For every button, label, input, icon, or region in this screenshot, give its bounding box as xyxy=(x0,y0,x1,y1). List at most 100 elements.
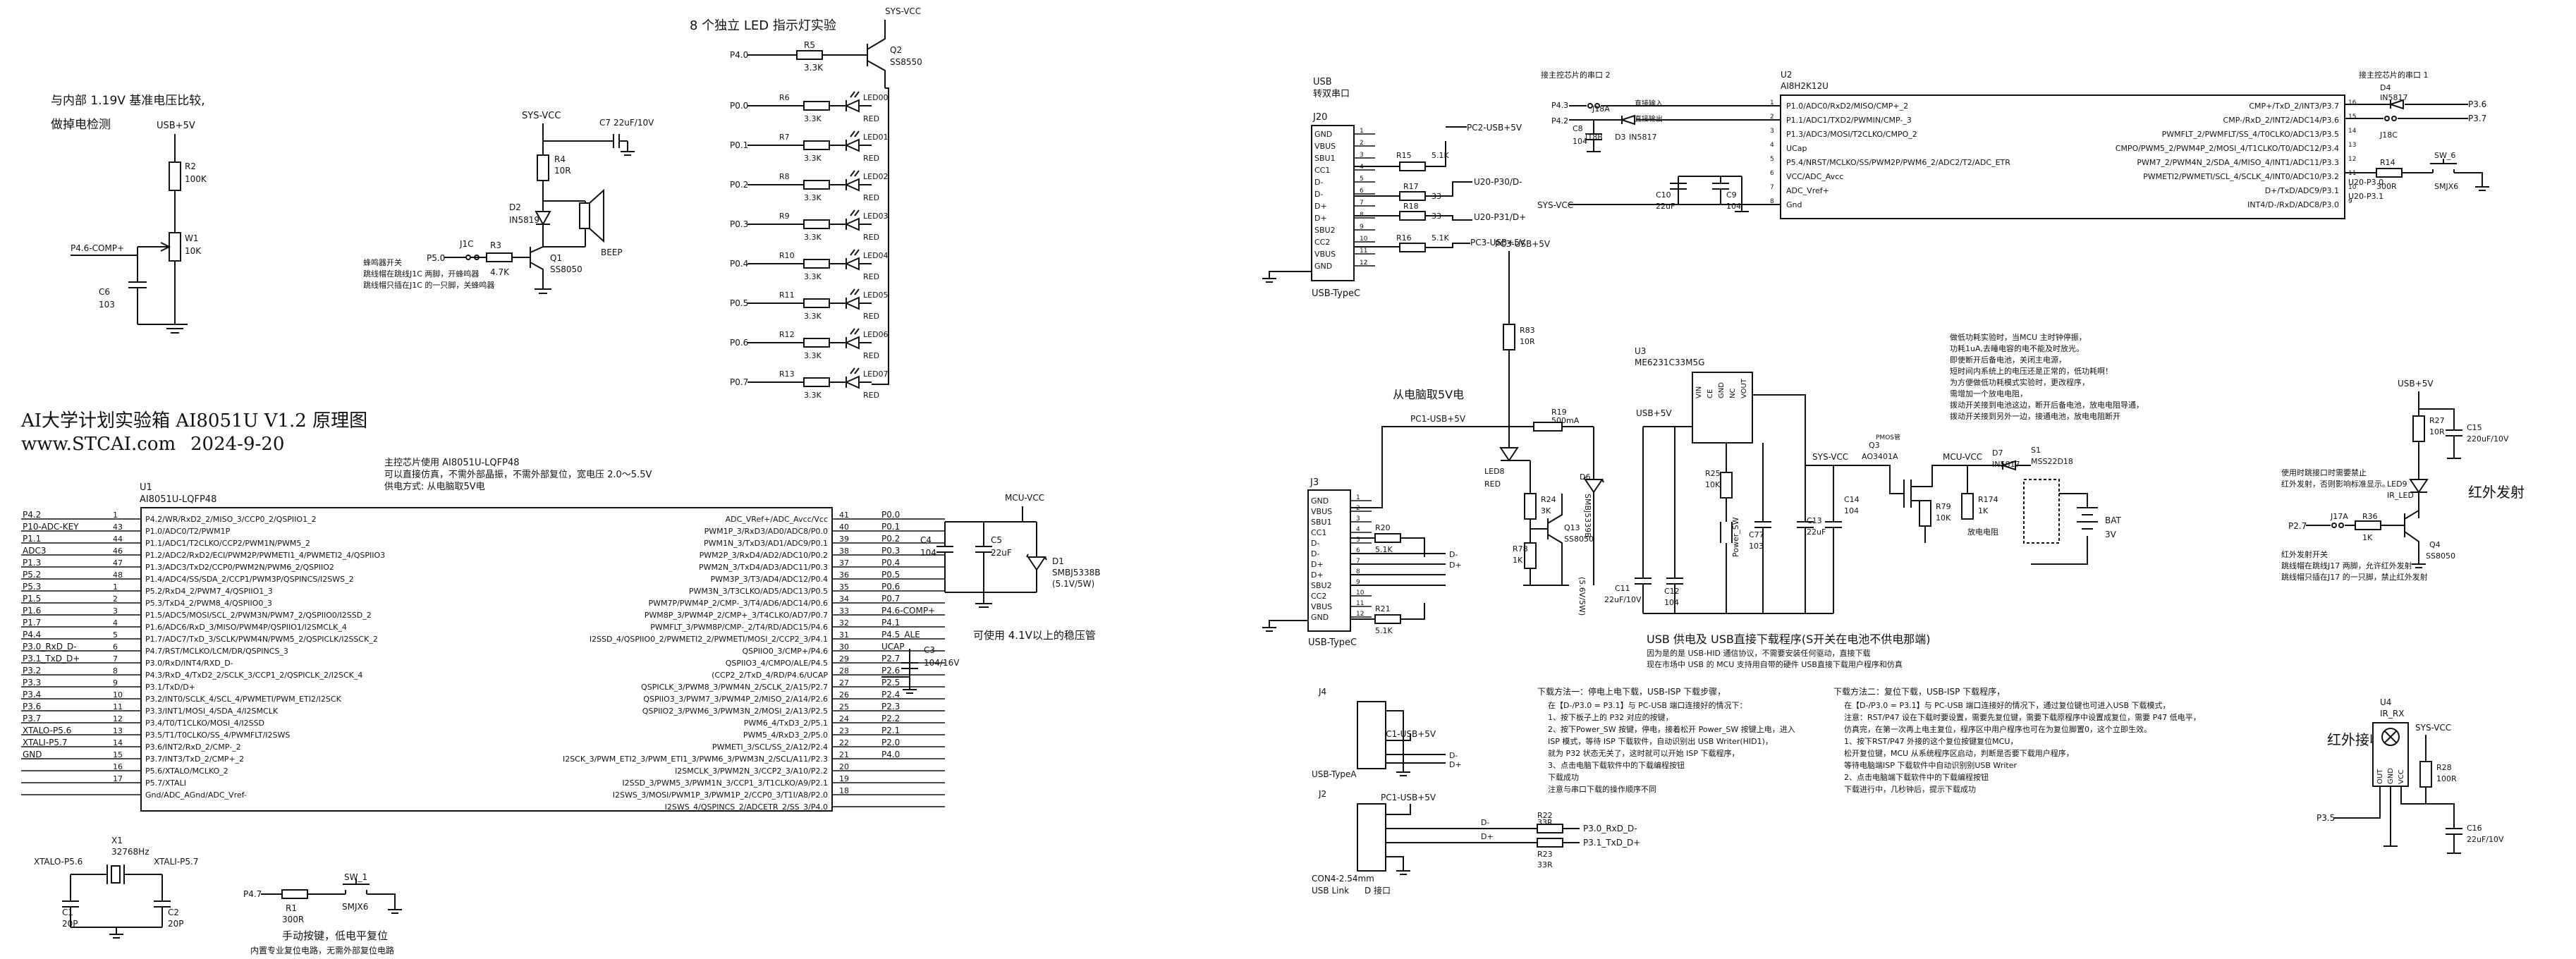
u2-section: 接主控芯片的串口 2 接主控芯片的串口 1 U2 AI8H2K12U P1.0/… xyxy=(1537,70,2489,219)
r2-resistor xyxy=(169,161,181,191)
j3-dp-net: D+ xyxy=(1449,561,1462,570)
dl-method1-line: 就为 P32 状态无关了，这时就可以开始 ISP 下载程序， xyxy=(1548,748,1739,758)
r174-label: R174 xyxy=(1978,495,1998,504)
u1-right-pin-func: PWM7P/PWM4P_2/CMP-_3/T4/AD6/ADC14/P0.6 xyxy=(648,599,828,608)
ir-rx-sysvcc: SYS-VCC xyxy=(2415,723,2451,733)
u1-right-pin-num: 37 xyxy=(839,558,849,568)
u1-right-pin-func: PWMETI_3/SCL/SS_2/A12/P2.4 xyxy=(712,743,828,752)
j4-type: USB-TypeA xyxy=(1312,769,1357,779)
u2-left-pin-num: 8 xyxy=(1770,198,1774,205)
connector-pin-num: 10 xyxy=(1360,236,1368,243)
connector-pin-label: VBUS xyxy=(1311,602,1332,611)
c8-value: 104 xyxy=(1573,137,1587,146)
mcu-section: 主控芯片使用 AI8051U-LQFP48 可以直接仿真，不需外部晶振，不需外部… xyxy=(21,457,945,812)
u1-left-net: GND xyxy=(23,750,42,759)
revision-date: 2024-9-20 xyxy=(190,434,284,455)
led-name: LED03 xyxy=(863,212,889,221)
j2-pc1: PC1-USB+5V xyxy=(1381,793,1436,802)
c9-label: C9 xyxy=(1726,190,1737,200)
x1-label: X1 xyxy=(111,836,123,845)
led-name: LED05 xyxy=(863,291,889,300)
u2-right-pin-num: 13 xyxy=(2348,142,2356,149)
j3-dm-net: D- xyxy=(1449,550,1458,559)
led-color: RED xyxy=(863,391,879,400)
c11-label: C11 xyxy=(1615,584,1630,593)
d1-value: SMBJ5338B xyxy=(1052,568,1101,578)
u1-left-net: P3.3 xyxy=(23,678,41,688)
r78-label: R78 xyxy=(1513,544,1528,554)
u1-left-pin-func: P5.6/XTALO/MCLKO_2 xyxy=(145,766,228,776)
power-mcuvcc: MCU-VCC xyxy=(1943,452,1982,462)
u2-left-pin-num: 5 xyxy=(1770,156,1774,163)
power-pc3-net: PC3-USB+5V xyxy=(1495,239,1551,249)
q2-label: Q2 xyxy=(890,45,902,55)
u2-right-pin-num: 14 xyxy=(2348,128,2357,135)
dl-method2-line: 注意：RST/P47 设在下载时要设置，需要先复位键，需要下载原程序中设置成复位… xyxy=(1844,712,2201,722)
u20-dp-net: U20-P31/D+ xyxy=(1474,212,1526,222)
r16-value: 5.1K xyxy=(1432,233,1449,243)
led-port-label: P0.4 xyxy=(730,259,748,269)
u1-left-pin-num: 47 xyxy=(113,558,123,568)
ir-p27: P2.7 xyxy=(2288,521,2307,531)
u2-chip-body xyxy=(1780,94,2345,219)
r3-resistor xyxy=(486,252,513,262)
power-sysvcc: SYS-VCC xyxy=(1812,452,1848,462)
dl-method2-line: 下载进行中，几秒钟后，提示下载成功 xyxy=(1844,784,1976,794)
led-name: LED07 xyxy=(863,369,889,379)
s1-value: MSS22D18 xyxy=(2031,457,2073,466)
u1-right-pin-func: I2SCK_3/PWM_ETI2_3/PWM_ETI1_3/PWM6_3/PWM… xyxy=(563,755,828,764)
u2-note-left: 接主控芯片的串口 2 xyxy=(1541,70,1611,80)
reset-circuit: P4.7 R1 300R SW_1 SMJX6 手动按键，低电平复位 内置专业复… xyxy=(243,872,402,955)
power-note-line2: 因为是的是 USB-HID 通信协议，不需要安装任何驱动，直接下载 xyxy=(1647,648,1871,658)
u2-left-pin-func: P5.4/NRST/MCLKO/SS/PWM2P/PWM6_2/ADC2/T2/… xyxy=(1786,158,2010,167)
led-color: RED xyxy=(863,272,879,281)
u1-left-pin-func: P4.7/RST/MCLKO/LCM/DR/QSPINCS_3 xyxy=(145,647,288,656)
dl-method2-line: 仿真完，在第一次再上电主复位，程序区中用户程序也可在为复位脚置0，这个立即生效。 xyxy=(1844,724,2151,734)
dl-method1-line: 下载成功 xyxy=(1548,773,1579,782)
j4-usb-a: J4 PC1-USB+5V USB-TypeA D- D+ xyxy=(1312,687,1462,779)
r28-label: R28 xyxy=(2436,763,2452,772)
led-rows: P0.0R63.3KLED00REDP0.1R73.3KLED01REDP0.2… xyxy=(730,91,889,400)
u1-right-pin-num: 34 xyxy=(839,594,849,604)
u1-right-pin-num: 20 xyxy=(839,762,849,771)
x1-crystal xyxy=(111,865,121,884)
led-port-label: P0.1 xyxy=(730,140,748,150)
r25-label: R25 xyxy=(1705,469,1721,478)
d3-value: IN5817 xyxy=(1629,133,1656,142)
battery-notes: 做低功耗实验时，当MCU 主时钟停振，功耗1uA,去睡电容的电不能及时放光。即使… xyxy=(1950,332,2144,421)
bat-label: BAT xyxy=(2105,515,2122,525)
j4-pc1: PC1-USB+5V xyxy=(1381,729,1436,739)
w1-value: 10K xyxy=(185,246,202,256)
d2-label: D2 xyxy=(509,202,521,212)
u3-label: U3 xyxy=(1635,346,1646,356)
u2-left-pin-func: P1.3/ADC3/MOSI/T2CLKO/CMPO_2 xyxy=(1786,130,1917,139)
r28-value: 100R xyxy=(2436,774,2457,783)
r1-resistor xyxy=(281,889,308,899)
led-sysvcc: SYS-VCC xyxy=(885,6,921,16)
connector-pin-label: CC1 xyxy=(1311,528,1326,537)
u3-pin-label: NC xyxy=(1729,389,1737,398)
connector-pin-num: 8 xyxy=(1356,568,1360,575)
c5-label: C5 xyxy=(991,535,1002,545)
u1-part: AI8051U-LQFP48 xyxy=(140,494,216,505)
dl-method2-line: 等待电脑端ISP 下载软件中自动识别别USB Writer xyxy=(1844,760,2017,770)
d2-value: IN5819 xyxy=(509,215,539,225)
battery-note-line: 拨动开关接到电池这边，断开后备电池，放电电阻导通， xyxy=(1950,400,2144,410)
ir-transmit-circuit: USB+5V C15 220uF/10V R27 10R LED9 IR_LED… xyxy=(2281,379,2525,582)
c10-label: C10 xyxy=(1656,190,1671,200)
led-name: LED00 xyxy=(863,93,889,102)
led-name: LED01 xyxy=(863,133,889,142)
u2-right-pin-func: PWMFLT_2/PWMFLT/SS_4/T0CLKO/ADC13/P3.5 xyxy=(2162,130,2339,139)
u2-left-pin-func: Gnd xyxy=(1786,200,1802,209)
u1-right-pin-num: 38 xyxy=(839,546,849,556)
connector-pin-label: D+ xyxy=(1314,202,1327,211)
u1-right-pin-num: 21 xyxy=(839,750,849,759)
r4-resistor xyxy=(537,154,549,181)
vref-usb5v: USB+5V xyxy=(157,121,195,131)
led-name: LED06 xyxy=(863,330,889,339)
u2-left-pin-func: UCap xyxy=(1786,144,1807,153)
j3-connector xyxy=(1307,489,1351,632)
mcu-note3: 供电方式: 从电脑取5V电 xyxy=(384,481,485,492)
u1-left-net: P3.0_RxD_D- xyxy=(23,642,77,652)
